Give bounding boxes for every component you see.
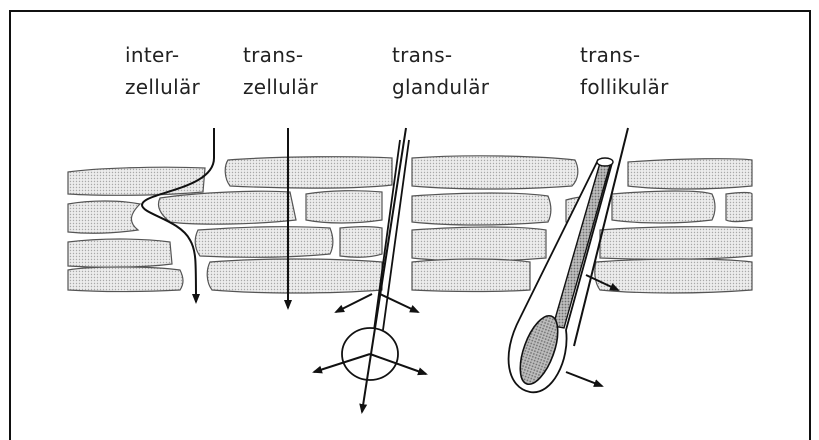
stratum-corneum-cells [68, 156, 752, 293]
